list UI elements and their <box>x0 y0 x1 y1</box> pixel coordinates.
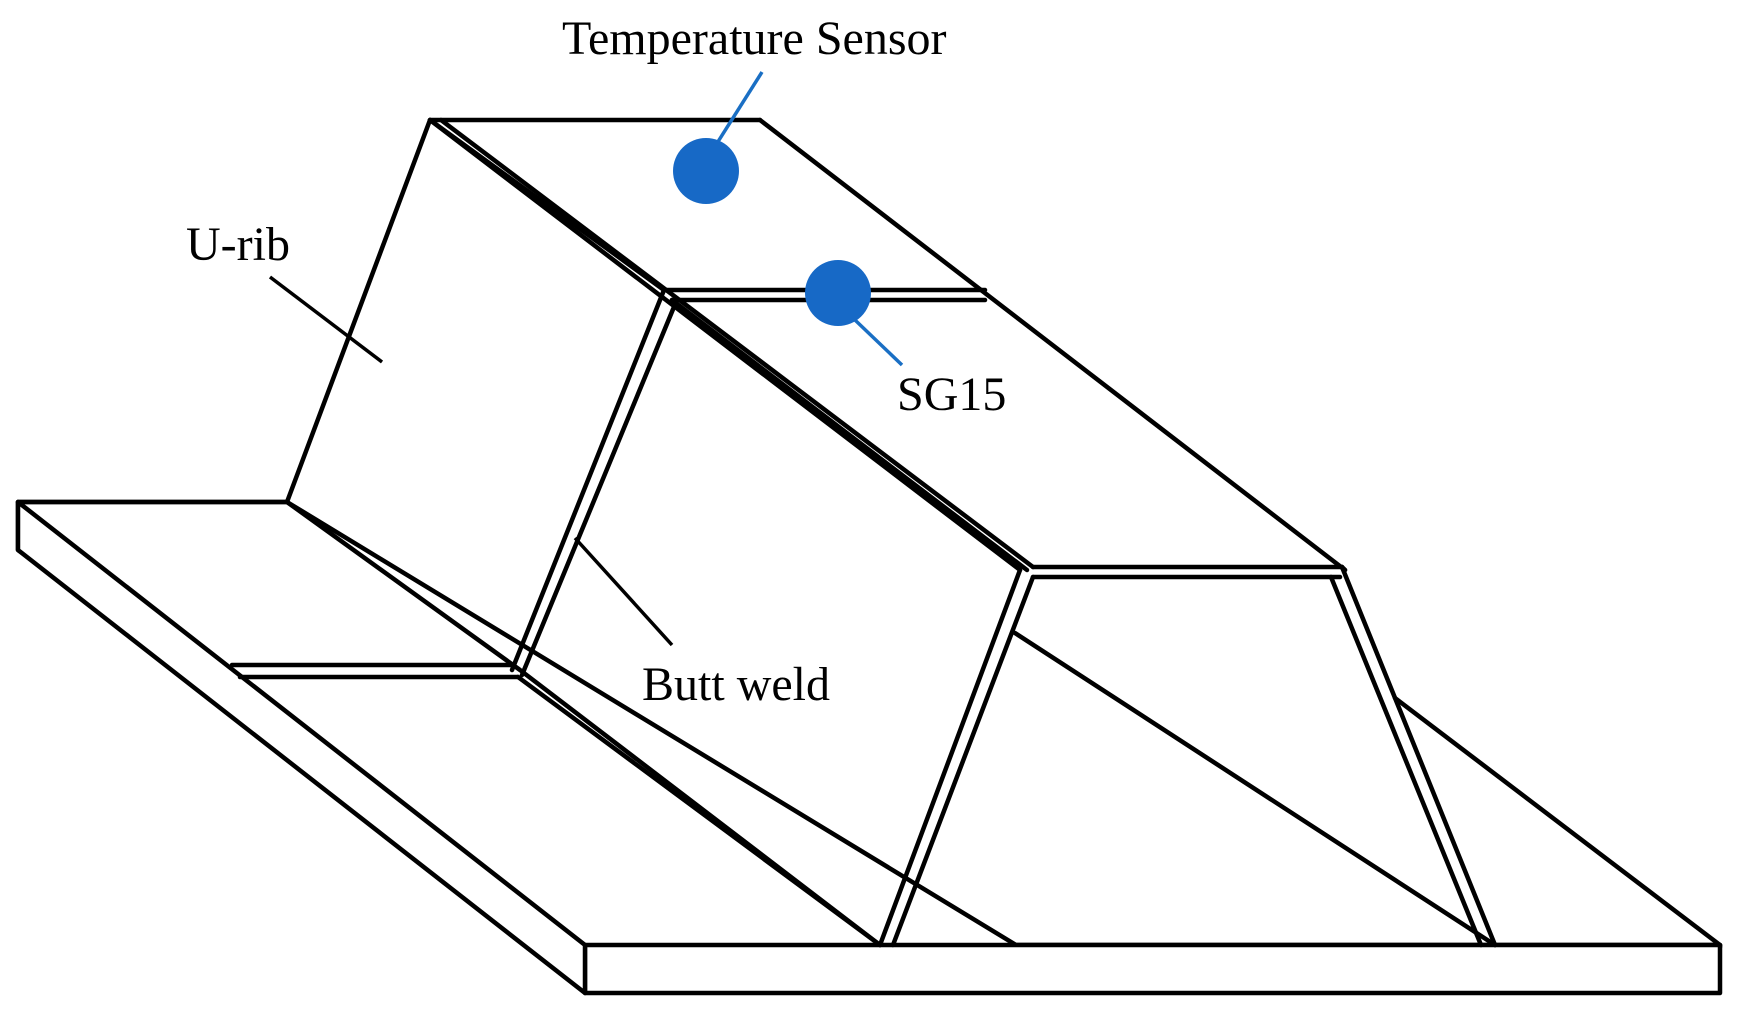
butt-weld-web-line-2 <box>519 299 679 678</box>
deck-plate-side-face <box>15 499 588 996</box>
left-web-shoulder-edge-inner <box>438 117 1036 570</box>
inner-diagonal-line <box>1012 630 1498 948</box>
temperature-sensor-label: Temperature Sensor <box>562 12 947 65</box>
deck-plate-back-edge <box>1392 695 1723 948</box>
sg15-marker <box>805 260 871 326</box>
end-section-left-web-inner <box>890 574 1036 948</box>
temperature-sensor-leader <box>712 71 764 149</box>
u-rib-top-flange <box>427 117 1348 580</box>
u-rib-left-web <box>284 117 1036 573</box>
second-segment-shoulder <box>669 297 1030 573</box>
butt-weld-leader <box>573 536 674 647</box>
butt-weld-web-line-1 <box>509 287 667 673</box>
deck-plate-front-face <box>582 942 1723 996</box>
left-web-shoulder-edge <box>427 117 1023 573</box>
u-rib-label: U-rib <box>186 218 290 271</box>
butt-weld-label: Butt weld <box>642 658 830 711</box>
temperature-sensor-marker <box>673 138 739 204</box>
left-web-top-edge <box>284 117 433 505</box>
butt-weld-left-web-edge <box>427 117 667 293</box>
u-rib-leader <box>268 275 384 364</box>
top-flange-right-edge <box>757 117 1348 573</box>
sensor-markers <box>673 138 871 326</box>
end-section-left-web-outer <box>877 567 1023 948</box>
sg15-leader <box>853 318 904 367</box>
deck-plate <box>15 499 1723 996</box>
left-web-base-line <box>284 499 883 948</box>
end-section-right-web-inner <box>1328 574 1484 948</box>
u-rib-end-section <box>877 564 1498 948</box>
end-section-right-web-top <box>1339 564 1348 573</box>
sg15-label: SG15 <box>897 368 1006 421</box>
end-section-right-web-outer <box>1339 564 1498 948</box>
second-segment-base-line <box>515 674 883 948</box>
leader-lines <box>268 71 904 647</box>
